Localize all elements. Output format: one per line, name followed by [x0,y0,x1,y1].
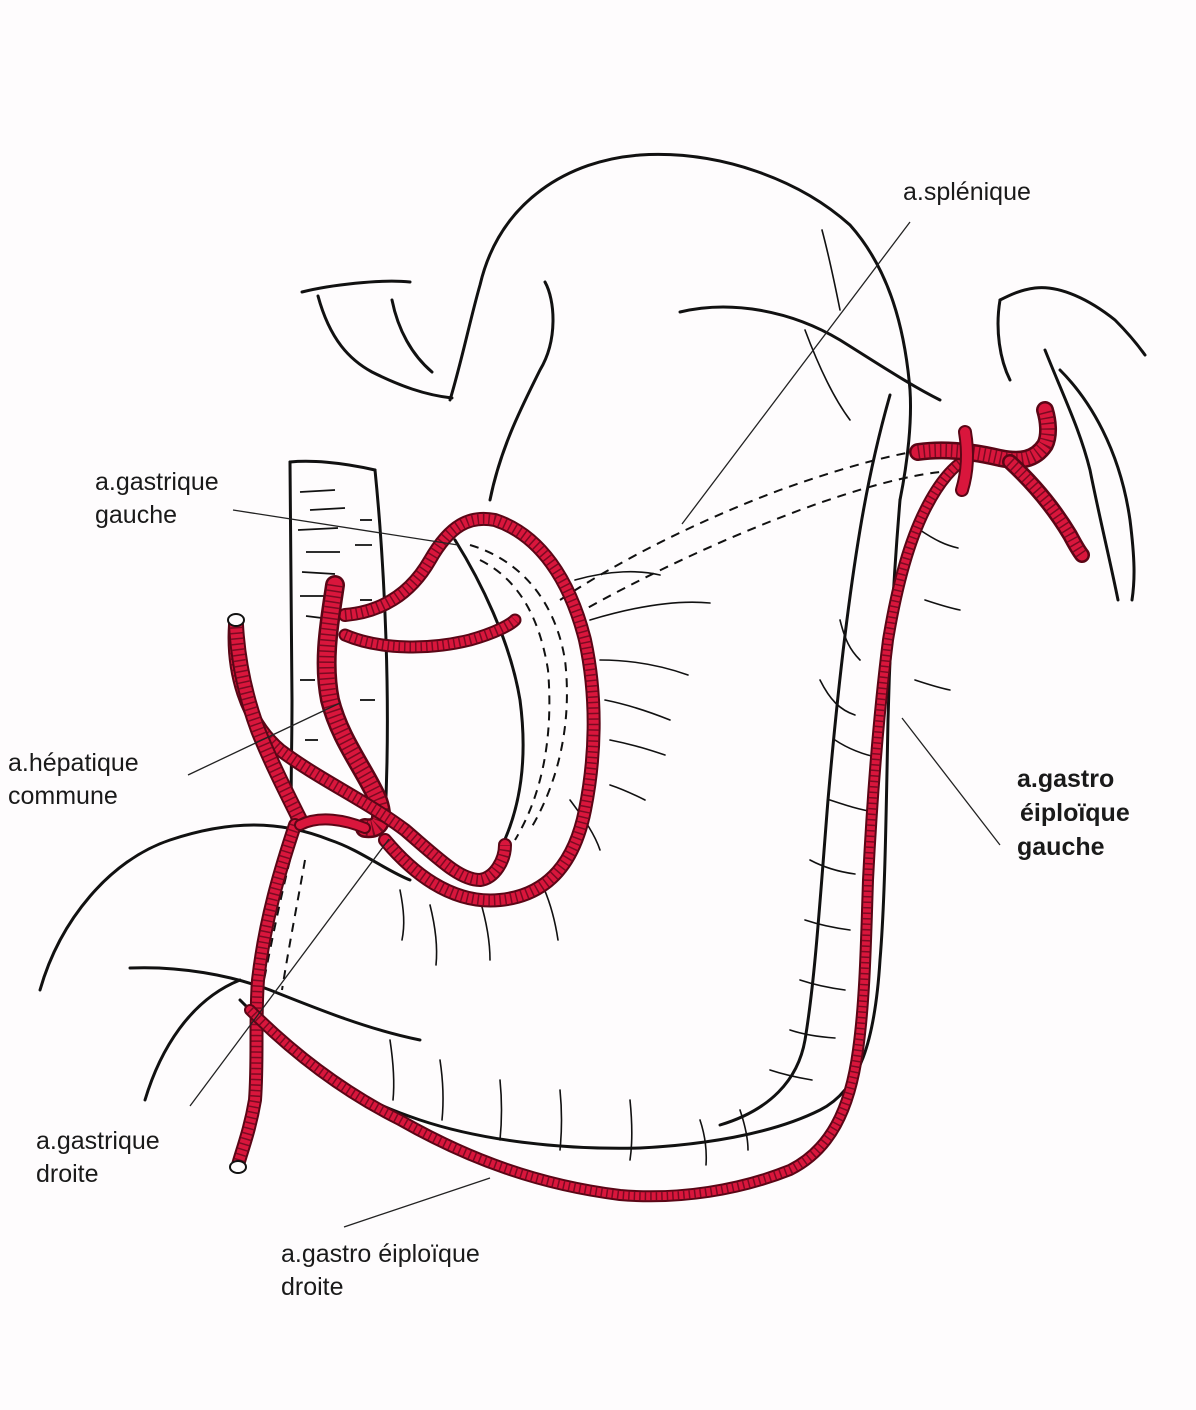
label-line: a.gastro [1017,765,1115,793]
label-artere-gastro-epiploique-droite: a.gastro éiploïque droite [281,1238,480,1304]
label-line: commune [8,782,118,810]
leader-hepatique [187,702,341,776]
label-artere-gastrique-droite: a.gastrique droite [36,1125,160,1191]
leader-gastro-ep-gauche [901,717,1001,846]
artery-left-gastric-branch [338,613,522,654]
label-line: éiploïque [1020,799,1130,827]
arteries [227,401,1090,1203]
label-line: gauche [95,501,178,529]
artery-splenic-hilum [909,401,1090,563]
label-line: a.gastro éiploïque [281,1240,480,1268]
vessel-cut-ends [227,613,247,1174]
artery-hepatic-proper [228,617,308,828]
leader-splenique [681,221,911,525]
leader-gastrique-droite [189,838,390,1107]
leader-gastrique-gauche [232,509,459,546]
label-line: a.hépatique [8,749,139,777]
artery-left-gastric-loop [338,511,601,908]
label-artere-hepatique-commune: a.hépatique commune [8,747,139,813]
leader-gastro-ep-droite [343,1177,491,1228]
label-line: droite [36,1160,99,1188]
artery-pyloric-branch [294,813,371,834]
leader-lines [187,221,1001,1228]
label-line: droite [281,1273,344,1301]
label-artere-gastro-epiploique-gauche: a.gastro éiploïque gauche [1017,762,1130,864]
label-artere-gastrique-gauche: a.gastrique gauche [95,466,219,532]
label-line: a.splénique [903,178,1031,206]
artery-right-gastroepiploic [244,454,971,1203]
hidden-vessels [261,447,941,991]
omentum-hatch-lines [389,229,961,1166]
label-line: a.gastrique [95,468,219,496]
label-line: gauche [1017,833,1105,861]
label-artere-splenique: a.splénique [903,176,1031,209]
label-line: a.gastrique [36,1127,160,1155]
